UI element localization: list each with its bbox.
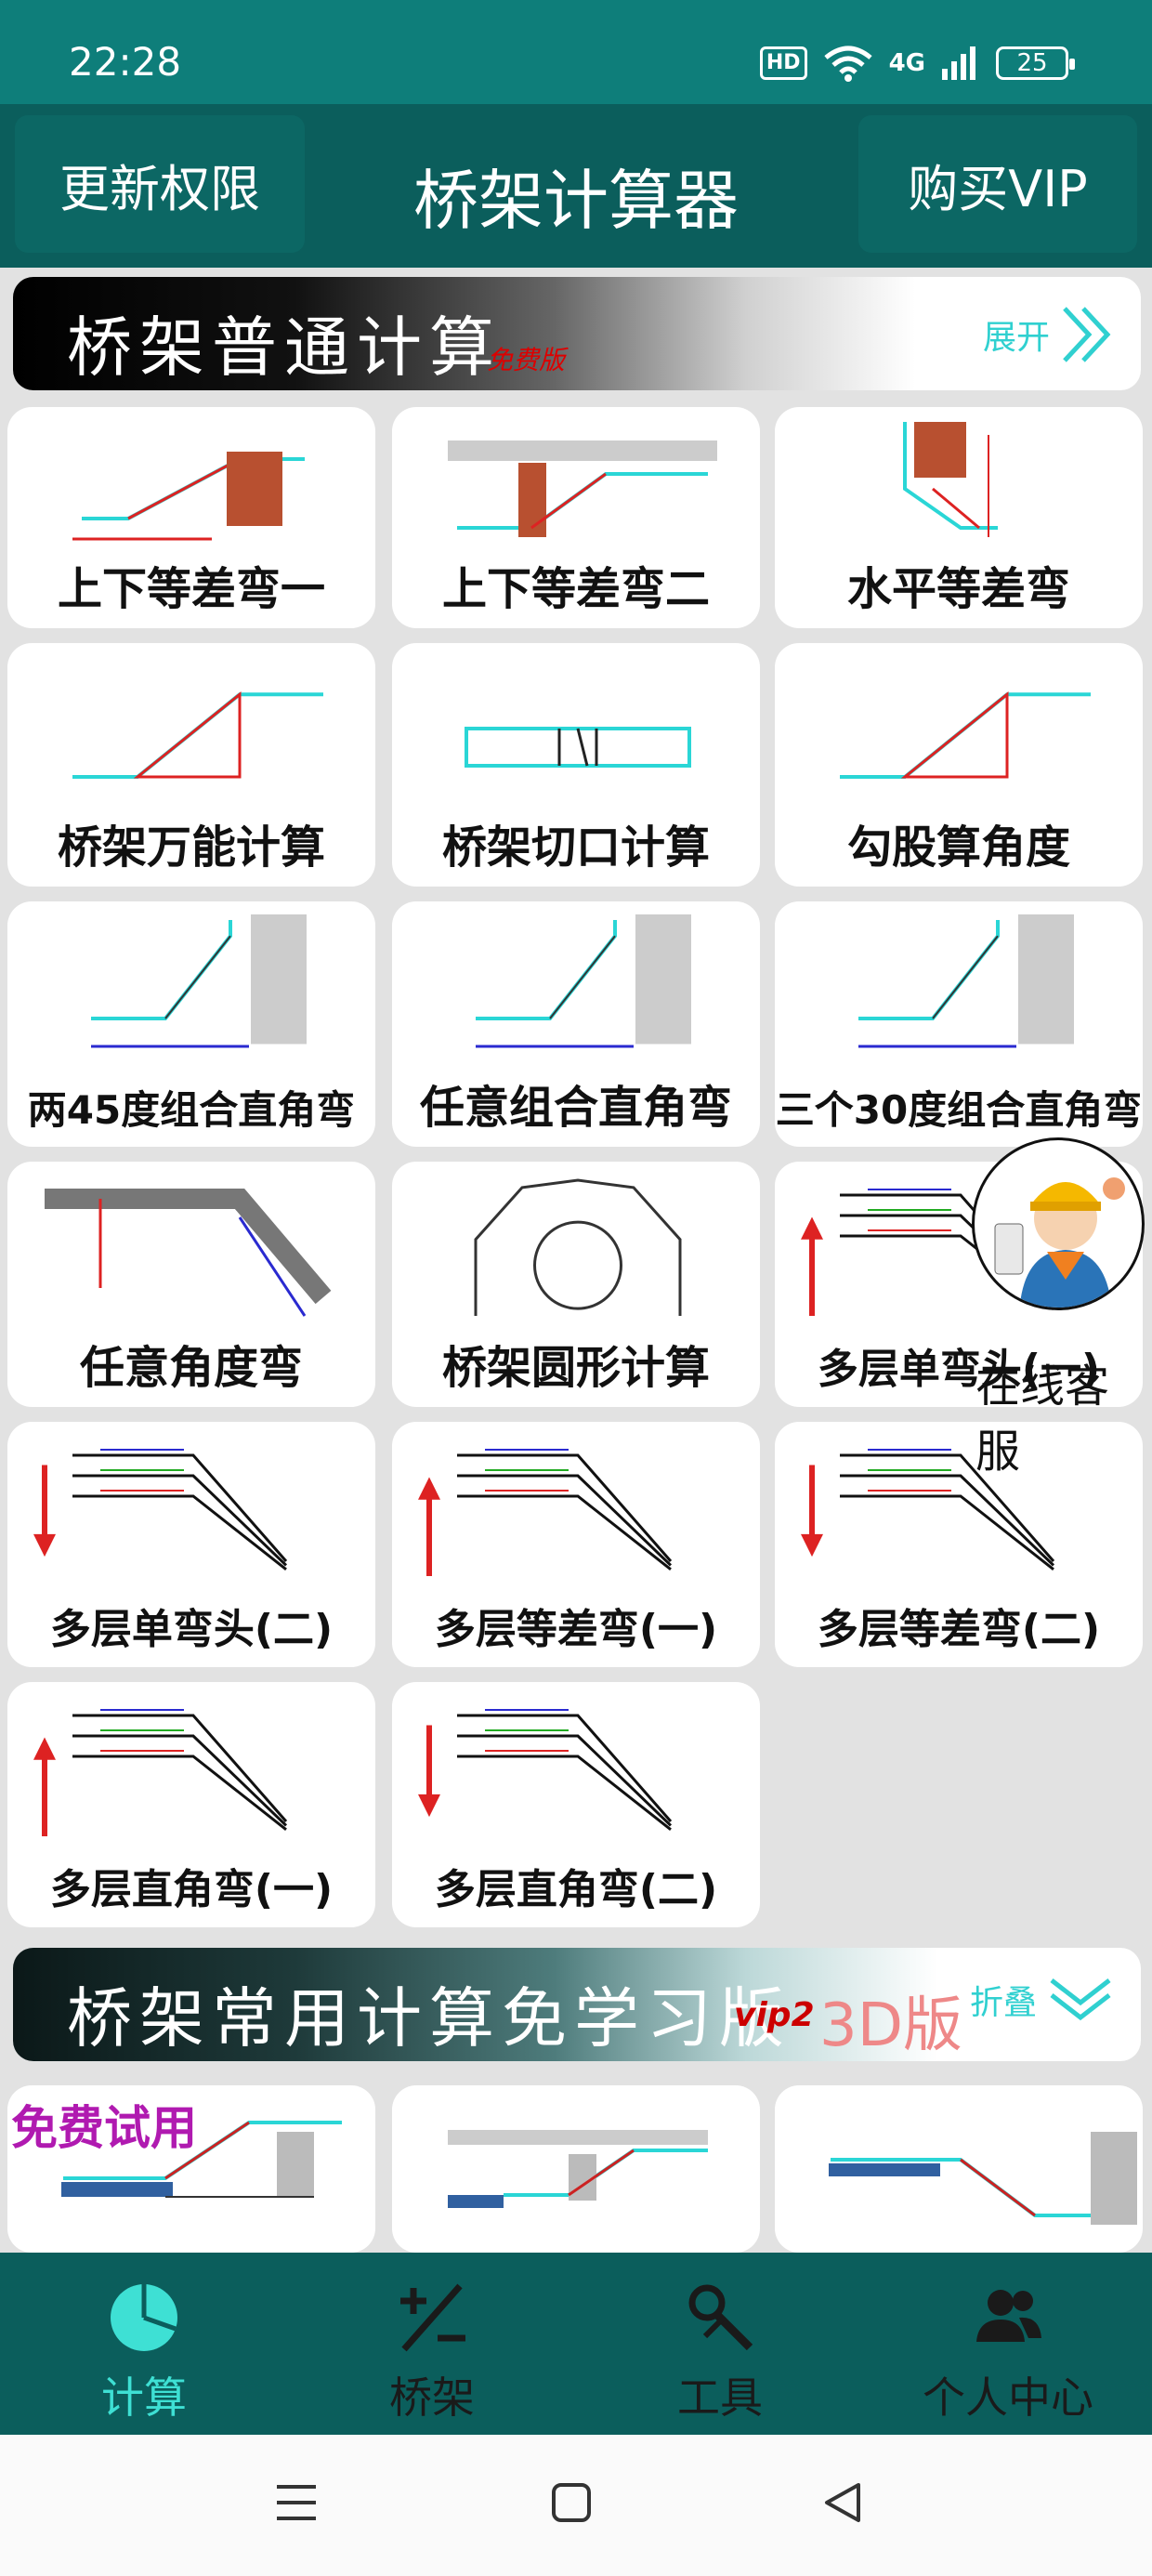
diagram-image [448, 440, 717, 537]
diagram-image [72, 691, 323, 779]
vip-tag: vip2 [734, 1996, 815, 2034]
card-label: 多层直角弯(二) [434, 1866, 718, 1913]
card-label: 桥架切口计算 [441, 821, 710, 874]
card-any-angle-bend[interactable]: 任意角度弯 [7, 1162, 375, 1407]
diagram-image [418, 1709, 673, 1831]
card-label: 多层直角弯(一) [49, 1866, 334, 1913]
nav-profile-label: 个人中心 [923, 2372, 1093, 2423]
expand-toggle[interactable]: 展开 [983, 305, 1113, 364]
nav-tools[interactable]: 工具 [576, 2253, 864, 2435]
people-icon [976, 2290, 1041, 2342]
diagram-image [801, 1449, 1055, 1571]
card-three-30-right-bend[interactable]: 三个30度组合直角弯 [775, 901, 1143, 1147]
nav-calc[interactable]: 计算 [0, 2253, 288, 2435]
common-calc-card[interactable] [7, 2085, 375, 2253]
app-bar: 更新权限 桥架计算器 购买VIP [0, 104, 1152, 268]
card-horizontal-diff-bend[interactable]: 水平等差弯 [775, 407, 1143, 628]
network-label: 4G [888, 49, 925, 77]
card-multi-diff-bend-2[interactable]: 多层等差弯(二) [775, 1422, 1143, 1667]
card-label: 水平等差弯 [846, 563, 1070, 615]
diagram-image [465, 727, 691, 768]
diagram-image [474, 1178, 682, 1316]
battery-icon: 25 [996, 46, 1075, 80]
card-any-combo-right-bend[interactable]: 任意组合直角弯 [392, 901, 760, 1147]
update-permission-button[interactable]: 更新权限 [15, 115, 305, 253]
pie-chart-icon [111, 2284, 177, 2351]
card-label: 两45度组合直角弯 [27, 1087, 356, 1133]
nav-calc-label: 计算 [101, 2372, 187, 2423]
card-round-calc[interactable]: 桥架圆形计算 [392, 1162, 760, 1407]
card-label: 上下等差弯一 [57, 563, 325, 615]
buy-vip-button[interactable]: 购买VIP [858, 115, 1137, 253]
collapse-label: 折叠 [969, 1984, 1037, 2022]
diagram-image [45, 1189, 332, 1317]
card-label: 三个30度组合直角弯 [775, 1087, 1143, 1133]
diagram-image [72, 452, 305, 541]
system-nav-bar [0, 2435, 1152, 2576]
card-multi-right-bend-2[interactable]: 多层直角弯(二) [392, 1682, 760, 1927]
nav-profile[interactable]: 个人中心 [864, 2253, 1152, 2435]
card-label: 桥架万能计算 [57, 821, 325, 874]
section-header-common-calc[interactable]: 桥架常用计算免学习版 vip2 3D版 折叠 [13, 1948, 1141, 2061]
customer-service-label[interactable]: 在线客服 [975, 1360, 1110, 1478]
card-label: 桥架圆形计算 [441, 1342, 710, 1394]
nav-bridge[interactable]: 桥架 [288, 2253, 576, 2435]
card-label: 多层单弯头(一) [817, 1346, 1101, 1393]
card-multi-right-bend-1[interactable]: 多层直角弯(一) [7, 1682, 375, 1927]
card-cutout-calc[interactable]: 桥架切口计算 [392, 643, 760, 887]
section-header-normal-calc[interactable]: 桥架普通计算 免费版 展开 [13, 277, 1141, 390]
worker-icon [994, 1177, 1125, 1308]
diagram-image [858, 914, 1074, 1048]
wrench-icon [688, 2284, 753, 2351]
diagram-image [33, 1449, 288, 1571]
status-bar: 22:28 HD 4G 25 [0, 0, 1152, 104]
back-icon[interactable] [821, 2481, 864, 2524]
collapse-toggle[interactable]: 折叠 [970, 1976, 1113, 2024]
chevron-down-icon [1050, 1978, 1111, 2021]
card-label: 多层等差弯(二) [817, 1606, 1101, 1653]
chevron-right-icon [1063, 307, 1111, 362]
common-calc-card[interactable] [392, 2085, 760, 2253]
clock: 22:28 [69, 39, 182, 85]
common-calc-card[interactable] [775, 2085, 1143, 2253]
card-updown-diff-bend-1[interactable]: 上下等差弯一 [7, 407, 375, 628]
section-title-2: 桥架常用计算免学习版 [67, 1980, 792, 2057]
hd-icon: HD [759, 46, 807, 80]
card-label: 任意角度弯 [79, 1342, 303, 1394]
card-label: 上下等差弯二 [441, 563, 710, 615]
card-label: 多层单弯头(二) [49, 1606, 334, 1653]
nav-bridge-label: 桥架 [389, 2372, 475, 2423]
card-pythagoras-angle[interactable]: 勾股算角度 [775, 643, 1143, 887]
3d-tag: 3D版 [819, 1991, 962, 2060]
diagram-image [418, 1449, 673, 1576]
card-two-45-right-bend[interactable]: 两45度组合直角弯 [7, 901, 375, 1147]
card-universal-calc[interactable]: 桥架万能计算 [7, 643, 375, 887]
page-title: 桥架计算器 [413, 163, 739, 239]
diagram-image [91, 914, 307, 1048]
plus-minus-icon [400, 2283, 465, 2352]
section-title: 桥架普通计算 [67, 309, 502, 386]
card-updown-diff-bend-2[interactable]: 上下等差弯二 [392, 407, 760, 628]
bottom-nav: 计算 桥架 工具 个人中心 [0, 2253, 1152, 2435]
diagram-image [476, 914, 691, 1048]
card-label: 勾股算角度 [846, 821, 1070, 874]
diagram-image [840, 691, 1091, 779]
signal-icon [942, 46, 975, 80]
wifi-icon [823, 46, 872, 82]
status-icons: HD 4G 25 [759, 45, 1075, 82]
card-label: 多层等差弯(一) [434, 1606, 718, 1653]
card-multi-diff-bend-1[interactable]: 多层等差弯(一) [392, 1422, 760, 1667]
menu-icon[interactable] [275, 2481, 318, 2524]
customer-service-avatar[interactable] [972, 1137, 1145, 1310]
diagram-image [903, 422, 998, 537]
home-icon[interactable] [550, 2481, 593, 2524]
expand-label: 展开 [982, 319, 1050, 357]
free-trial-badge: 免费试用 [11, 2101, 197, 2155]
free-tag: 免费版 [487, 345, 566, 375]
nav-tools-label: 工具 [677, 2372, 763, 2423]
card-label: 任意组合直角弯 [419, 1082, 732, 1134]
diagram-image [33, 1709, 288, 1836]
card-multi-single-elbow-2[interactable]: 多层单弯头(二) [7, 1422, 375, 1667]
